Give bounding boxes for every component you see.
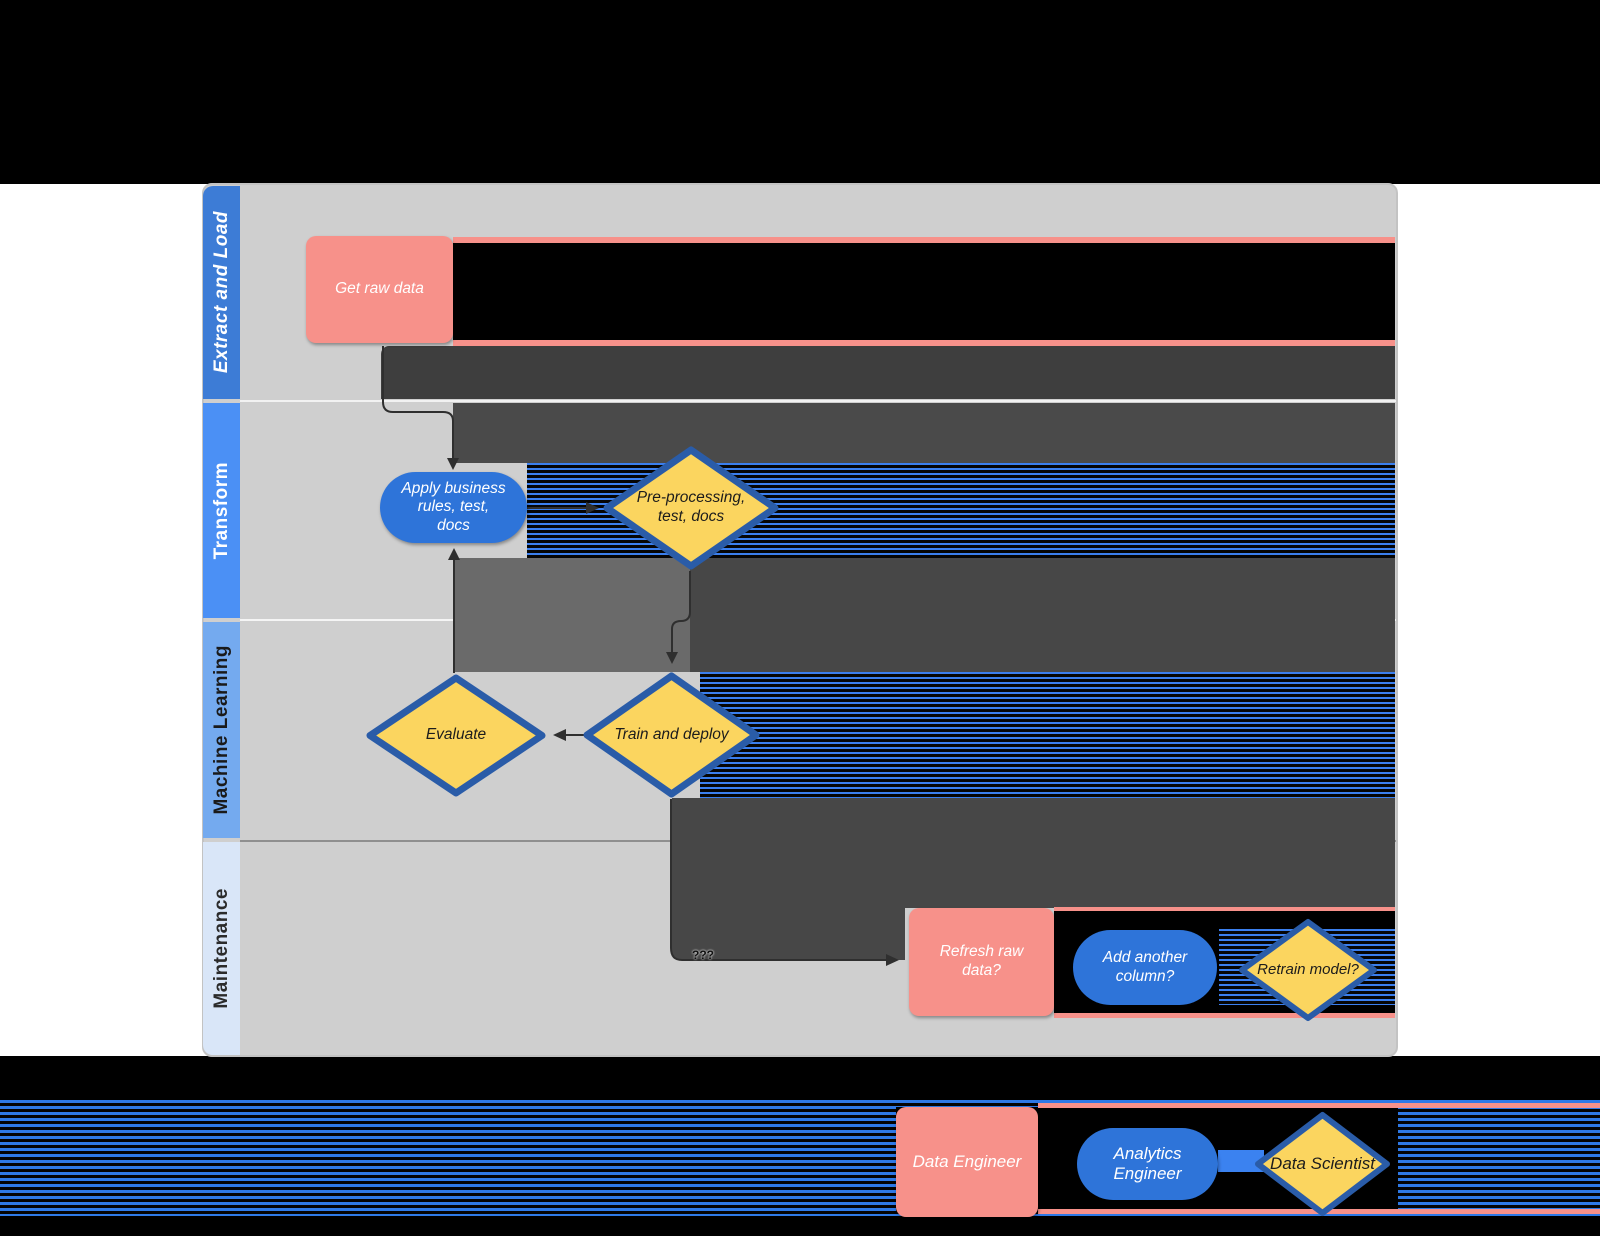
node-add-another-column-label: Add another column? [1102, 948, 1188, 985]
glitch-black-band-extract [453, 243, 1395, 340]
arrowhead-left-icon [553, 729, 566, 741]
node-get-raw-data[interactable]: Get raw data [306, 236, 453, 343]
glitch-dark-band-ml-bottom [672, 798, 1395, 842]
arrowhead-right-icon [886, 954, 899, 966]
lane-transform[interactable]: Transform [203, 403, 240, 618]
node-refresh-raw-data[interactable]: Refresh raw data? [909, 908, 1054, 1016]
glitch-dark-band-extract-bottom [381, 346, 1395, 399]
node-train-and-deploy-label: Train and deploy [614, 725, 729, 743]
node-evaluate[interactable]: Evaluate [365, 673, 547, 798]
lane-machine-learning-label: Machine Learning [210, 645, 232, 815]
arrowhead-right-icon [586, 502, 599, 514]
node-refresh-raw-data-label: Refresh raw data? [939, 943, 1024, 979]
arrowhead-down-icon [447, 458, 459, 470]
node-evaluate-label: Evaluate [425, 726, 487, 744]
edge-apply-to-pre-processing[interactable] [527, 502, 599, 514]
lane-divider-1 [240, 400, 1396, 402]
glitch-dark-band-ml-top [690, 558, 1395, 672]
legend-blue-smear [1218, 1150, 1264, 1172]
edge-pre-processing-to-train[interactable] [666, 571, 691, 664]
node-add-another-column[interactable]: Add another column? [1073, 930, 1217, 1005]
arrowhead-up-icon [448, 548, 460, 560]
node-apply-business-rules[interactable]: Apply business rules, test, docs [380, 472, 527, 543]
legend-data-scientist-label: Data Scientist [1270, 1153, 1375, 1173]
legend-data-engineer[interactable]: Data Engineer [896, 1107, 1038, 1217]
glitch-salmon-smear-3 [1054, 907, 1395, 912]
legend-analytics-engineer-label: Analytics Engineer [1113, 1143, 1182, 1183]
node-retrain-model-label: Retrain model? [1257, 961, 1359, 978]
node-pre-processing[interactable]: Pre-processing, test, docs [602, 445, 780, 571]
edge-evaluate-to-apply[interactable] [448, 548, 460, 673]
glitch-dark-band-maintenance [671, 842, 1395, 908]
edge-get-raw-to-apply[interactable] [382, 346, 459, 470]
legend-data-engineer-label: Data Engineer [912, 1151, 1022, 1171]
glitch-salmon-smear-4 [1054, 1013, 1395, 1018]
lane-extract-and-load[interactable]: Extract and Load [203, 186, 240, 399]
glitch-medium-band-transform-bottom [453, 558, 690, 672]
glitch-dark-band-transform-top [453, 403, 1395, 463]
lane-extract-and-load-label: Extract and Load [210, 211, 232, 374]
node-apply-business-rules-label: Apply business rules, test, docs [401, 479, 506, 534]
node-retrain-model[interactable]: Retrain model? [1238, 918, 1378, 1022]
arrowhead-down-icon [666, 652, 678, 664]
diamond-shape-icon [1239, 919, 1377, 1021]
glitch-salmon-smear-2 [453, 340, 1395, 346]
lane-machine-learning[interactable]: Machine Learning [203, 622, 240, 838]
edge-train-to-refresh[interactable] [670, 799, 899, 966]
diamond-shape-icon [1255, 1112, 1390, 1216]
legend-data-scientist[interactable]: Data Scientist [1254, 1111, 1391, 1217]
lane-maintenance-label: Maintenance [210, 888, 232, 1009]
lane-transform-label: Transform [210, 461, 232, 560]
edge-train-to-evaluate[interactable] [553, 729, 584, 741]
edge-train-to-refresh-label: ??? [692, 948, 714, 962]
glitch-dark-corridor-maintenance [671, 908, 905, 960]
glitch-salmon-smear-1 [453, 237, 1395, 243]
node-pre-processing-label: Pre-processing, test, docs [636, 489, 746, 525]
diamond-shape-icon [583, 672, 760, 798]
legend-analytics-engineer[interactable]: Analytics Engineer [1077, 1128, 1218, 1200]
diamond-shape-icon [603, 446, 779, 570]
lane-maintenance[interactable]: Maintenance [203, 842, 240, 1055]
diamond-shape-icon [366, 674, 546, 797]
node-get-raw-data-label: Get raw data [335, 280, 424, 298]
legend-salmon-smear-top [1038, 1103, 1600, 1108]
top-black-band [0, 0, 1600, 184]
glitch-stripes-ml [700, 672, 1395, 798]
node-train-and-deploy[interactable]: Train and deploy [582, 671, 761, 799]
